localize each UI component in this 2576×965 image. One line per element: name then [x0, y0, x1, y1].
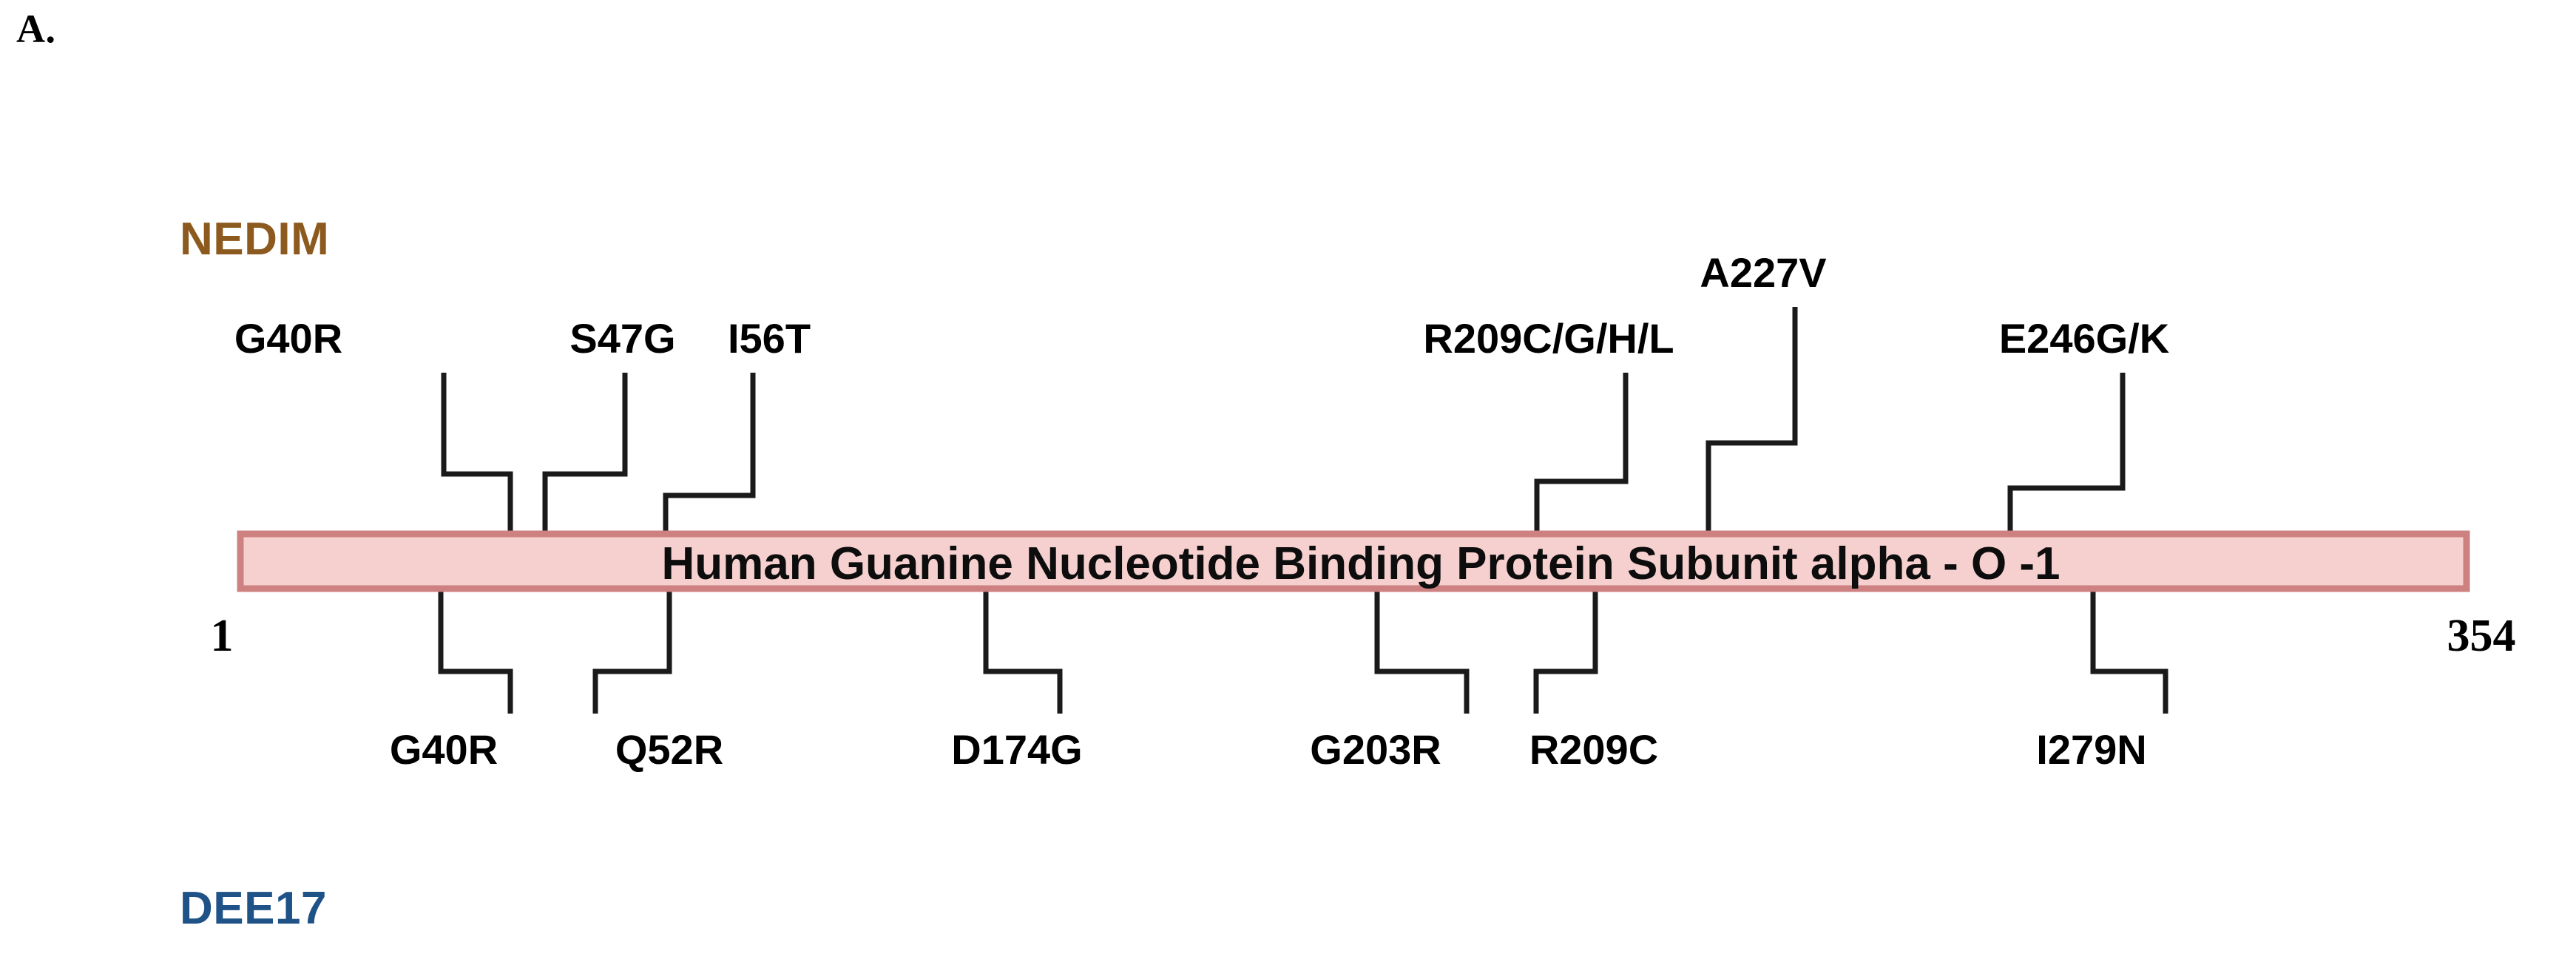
variant-label-bottom-5: I279N — [2036, 726, 2146, 773]
connector-bottom-3 — [1374, 589, 1470, 714]
connector-top-0 — [441, 373, 513, 534]
bottom-variant-labels: G40R Q52R D174G G203R R209C I279N — [390, 726, 2147, 773]
variant-label-top-3: R209C/G/H/L — [1423, 315, 1674, 362]
group-label-dee17: DEE17 — [180, 883, 327, 934]
residue-end-label: 354 — [2447, 611, 2516, 661]
connector-bottom-0 — [438, 589, 513, 714]
variant-label-top-4: A227V — [1700, 249, 1826, 296]
protein-bar-title: Human Guanine Nucleotide Binding Protein… — [661, 538, 2060, 589]
variant-label-bottom-1: Q52R — [615, 726, 723, 773]
connector-bottom-2 — [983, 589, 1063, 714]
protein-bar — [237, 530, 2470, 592]
variant-label-top-0: G40R — [234, 315, 342, 362]
connector-top-4 — [1705, 307, 1798, 534]
connector-top-1 — [542, 373, 628, 534]
connector-bottom-5 — [2090, 589, 2168, 714]
residue-start-label: 1 — [211, 611, 234, 661]
panel-letter: A. — [16, 7, 56, 51]
connector-top-5 — [2007, 373, 2126, 534]
variant-label-top-2: I56T — [728, 315, 811, 362]
top-connector-group — [441, 307, 2126, 534]
connector-bottom-1 — [592, 589, 672, 714]
top-variant-labels: G40R S47G I56T R209C/G/H/L A227V E246G/K — [234, 249, 2169, 362]
bottom-connector-group — [438, 589, 2168, 714]
connector-top-3 — [1534, 373, 1629, 534]
variant-label-top-1: S47G — [569, 315, 675, 362]
variant-label-bottom-2: D174G — [951, 726, 1082, 773]
variant-label-bottom-3: G203R — [1310, 726, 1441, 773]
connector-bottom-4 — [1533, 589, 1598, 714]
group-label-nedim: NEDIM — [180, 214, 330, 265]
variant-label-top-5: E246G/K — [1999, 315, 2169, 362]
variant-label-bottom-0: G40R — [390, 726, 498, 773]
variant-label-bottom-4: R209C — [1529, 726, 1658, 773]
connector-top-2 — [663, 373, 756, 534]
